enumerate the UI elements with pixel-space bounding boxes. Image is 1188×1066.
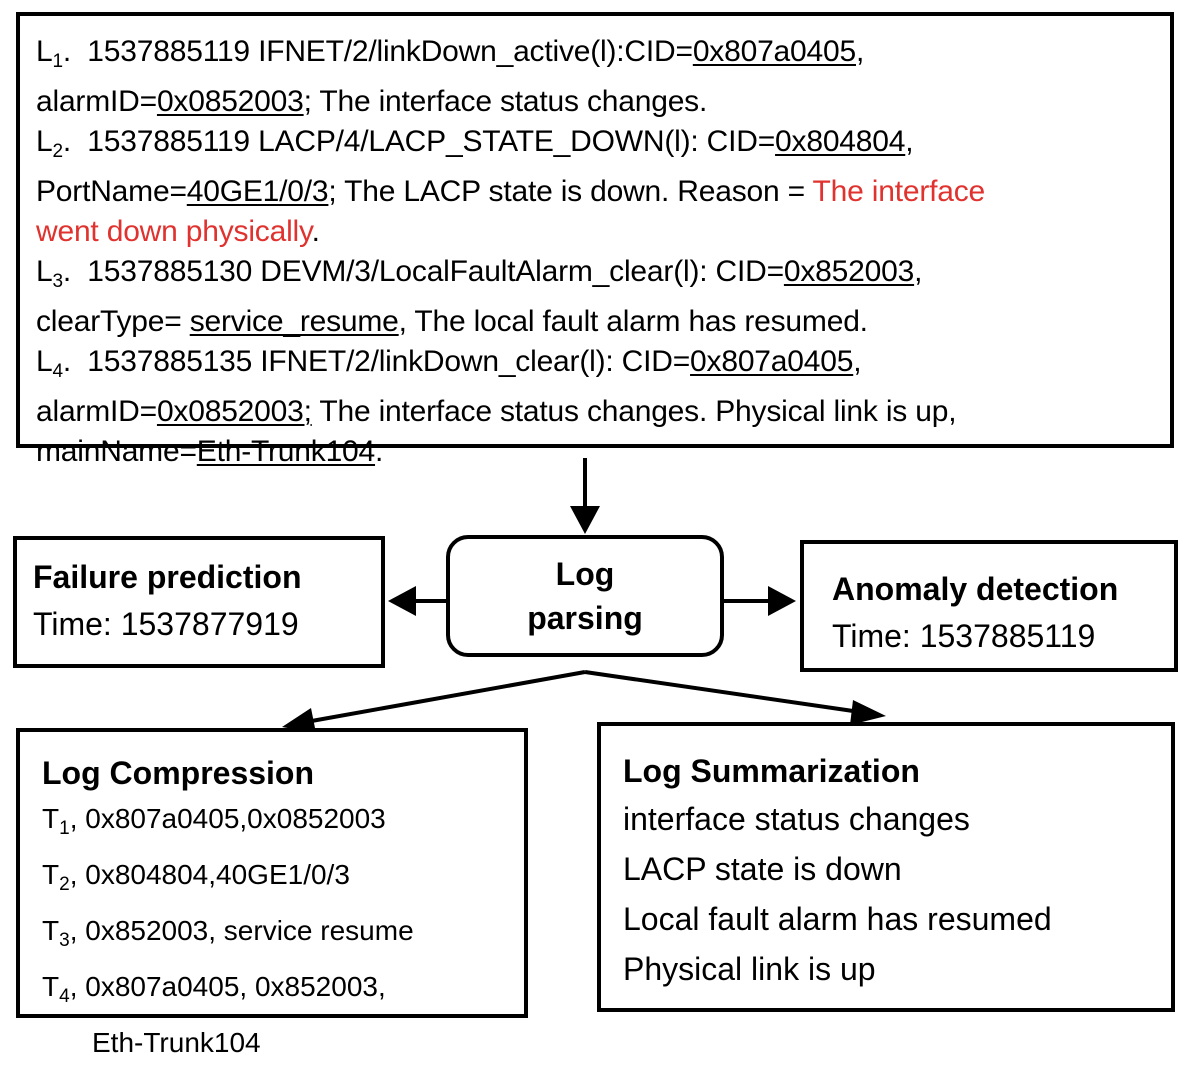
log-compression-box: Log Compression T1, 0x807a0405,0x0852003…: [16, 728, 528, 1058]
log-key: mainName=: [36, 435, 197, 468]
log-event: DEVM/3/LocalFaultAlarm_clear(l): CID=: [260, 255, 784, 288]
log-sep: .: [62, 345, 72, 378]
template-label: T: [42, 915, 60, 946]
log-cid: 0x807a0405: [690, 345, 854, 378]
log-line-4: L4. 1537885135 IFNET/2/linkDown_clear(l)…: [36, 342, 1154, 392]
log-lines-box: L1. 1537885119 IFNET/2/linkDown_active(l…: [16, 12, 1174, 468]
log-sep: .: [62, 255, 72, 288]
failure-prediction-title: Failure prediction: [33, 559, 302, 595]
log-value: service_resume: [189, 305, 399, 338]
log-key: alarmID=: [36, 85, 157, 118]
log-index: 4: [52, 361, 64, 382]
log-event: IFNET/2/linkDown_active(l):CID=: [258, 35, 693, 68]
log-value: Eth-Trunk104: [196, 435, 376, 468]
template-label: T: [42, 803, 60, 834]
log-index: 1: [52, 51, 64, 72]
log-label: L: [36, 345, 53, 378]
arrow-to-log-summarization: [584, 670, 886, 725]
log-line-2-cont2: went down physically.: [36, 212, 1154, 252]
log-key: clearType=: [36, 305, 190, 338]
summary-item: Local fault alarm has resumed: [623, 901, 1052, 937]
log-message: ; The interface status changes.: [303, 85, 708, 118]
log-sep: .: [62, 125, 72, 158]
template-index: 4: [59, 986, 70, 1007]
anomaly-detection-title: Anomaly detection: [832, 571, 1119, 607]
log-timestamp: 1537885119: [87, 35, 250, 68]
log-label: L: [36, 35, 53, 68]
log-line-4-cont: alarmID=0x0852003; The interface status …: [36, 392, 1154, 432]
log-cid: 0x852003: [783, 255, 915, 288]
log-timestamp: 1537885130: [87, 255, 253, 288]
failure-prediction-time: Time: 1537877919: [33, 606, 299, 642]
log-line-3-cont: clearType= service_resume, The local fau…: [36, 302, 1154, 342]
log-timestamp: 1537885119: [87, 125, 250, 158]
log-message: ; The LACP state is down. Reason =: [328, 175, 813, 208]
template-params: , 0x852003, service resume: [69, 915, 414, 946]
log-period: .: [375, 435, 384, 468]
log-compression-item: T3, 0x852003, service resume: [42, 908, 524, 964]
summary-item: interface status changes: [623, 801, 970, 837]
arrow-to-log-compression: [282, 670, 586, 733]
log-compression-item: T1, 0x807a0405,0x0852003: [42, 796, 524, 852]
log-event: LACP/4/LACP_STATE_DOWN(l): CID=: [258, 125, 776, 158]
log-line-2-cont: PortName=40GE1/0/3; The LACP state is do…: [36, 172, 1154, 212]
failure-prediction-box: Failure prediction Time: 1537877919: [13, 536, 385, 668]
log-line-1-cont: alarmID=0x0852003; The interface status …: [36, 82, 1154, 122]
log-comma: ,: [855, 35, 865, 68]
log-comma: ,: [905, 125, 914, 158]
summary-item: LACP state is down: [623, 851, 902, 887]
arrow-to-failure-prediction: [388, 586, 446, 616]
template-params: , 0x807a0405, 0x852003,: [69, 971, 386, 1002]
log-reason-highlight: went down physically: [36, 215, 312, 248]
log-message: The interface status changes. Physical l…: [311, 395, 957, 428]
log-value: 0x0852003;: [156, 395, 312, 428]
log-label: L: [36, 255, 53, 288]
summary-item: Physical link is up: [623, 951, 876, 987]
log-timestamp: 1537885135: [87, 345, 253, 378]
log-parsing-box: Log parsing: [446, 535, 724, 657]
template-label: T: [42, 859, 60, 890]
log-line-3: L3. 1537885130 DEVM/3/LocalFaultAlarm_cl…: [36, 252, 1154, 302]
log-summarization-title: Log Summarization: [623, 753, 920, 789]
log-line-4-cont2: mainName=Eth-Trunk104.: [36, 432, 1154, 472]
template-label: T: [42, 971, 60, 1002]
template-params: , 0x807a0405,0x0852003: [69, 803, 386, 834]
log-sep: .: [62, 35, 72, 68]
log-index: 3: [52, 271, 64, 292]
anomaly-detection-time: Time: 1537885119: [832, 618, 1096, 654]
log-compression-item: T2, 0x804804,40GE1/0/3: [42, 852, 524, 908]
log-value: 0x0852003: [156, 85, 304, 118]
log-key: alarmID=: [36, 395, 157, 428]
log-period: .: [311, 215, 320, 248]
log-comma: ,: [914, 255, 923, 288]
log-event: IFNET/2/linkDown_clear(l): CID=: [260, 345, 691, 378]
log-value: 40GE1/0/3: [186, 175, 329, 208]
template-index: 3: [59, 930, 70, 951]
template-index: 2: [59, 874, 70, 895]
log-line-2: L2. 1537885119 LACP/4/LACP_STATE_DOWN(l)…: [36, 122, 1154, 172]
log-message: , The local fault alarm has resumed.: [398, 305, 868, 338]
log-parsing-label-line1: Log: [555, 556, 615, 592]
template-params: , 0x804804,40GE1/0/3: [69, 859, 350, 890]
log-line-1: L1. 1537885119 IFNET/2/linkDown_active(l…: [36, 32, 1154, 82]
log-key: PortName=: [36, 175, 187, 208]
log-reason-highlight: The interface: [812, 175, 986, 208]
log-cid: 0x807a0405: [692, 35, 856, 68]
template-index: 1: [59, 818, 70, 839]
arrow-to-anomaly-detection: [724, 586, 796, 616]
log-compression-title: Log Compression: [42, 755, 315, 791]
log-cid: 0x804804: [775, 125, 906, 158]
log-summarization-box: Log Summarization interface status chang…: [597, 722, 1175, 1012]
log-compression-continuation: Eth-Trunk104: [92, 1027, 261, 1058]
log-compression-item: T4, 0x807a0405, 0x852003,: [42, 964, 524, 1020]
log-index: 2: [52, 141, 64, 162]
log-parsing-label-line2: parsing: [527, 600, 643, 636]
log-label: L: [36, 125, 53, 158]
anomaly-detection-box: Anomaly detection Time: 1537885119: [800, 540, 1178, 672]
log-comma: ,: [853, 345, 862, 378]
